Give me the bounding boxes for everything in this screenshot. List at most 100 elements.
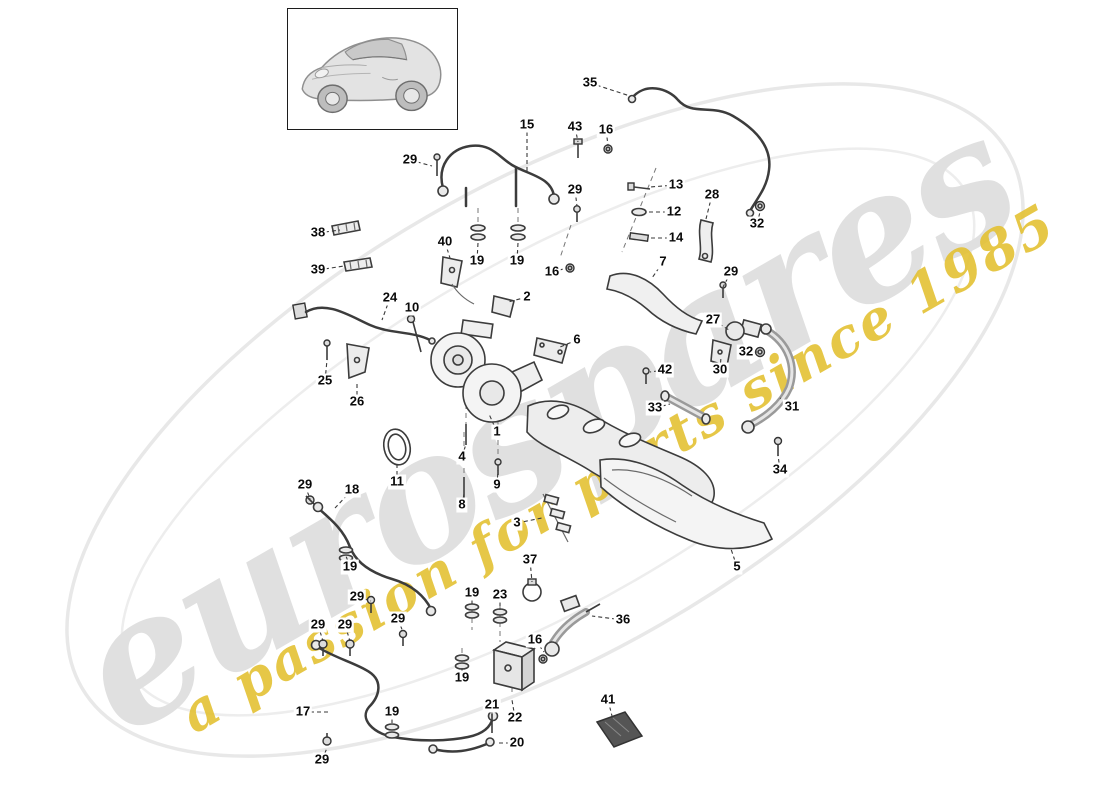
part-callout-19: 19	[467, 252, 487, 269]
part-callout-19: 19	[452, 669, 472, 686]
part-callout-24: 24	[380, 289, 400, 306]
vehicle-thumbnail	[287, 8, 458, 130]
part-callout-36: 36	[613, 611, 633, 628]
gasket-11-drawing	[382, 428, 412, 466]
oil-line-17-drawing	[310, 639, 499, 746]
part-callout-29: 29	[335, 616, 355, 633]
part-callout-3: 3	[511, 514, 523, 531]
part-callout-17: 17	[293, 703, 313, 720]
sensor-10-drawing	[406, 314, 422, 353]
part-callout-20: 20	[507, 734, 527, 751]
gasket-3-drawing	[542, 493, 572, 543]
part-callout-6: 6	[571, 331, 583, 348]
seal-19-icon	[384, 723, 400, 739]
seal-19-icon	[464, 603, 480, 619]
part-callout-31: 31	[782, 398, 802, 415]
bracket-22-drawing	[428, 641, 536, 754]
part-callout-35: 35	[580, 74, 600, 91]
hardware-stack-12-13-14-drawing	[627, 182, 651, 243]
porsche-718-boxster-icon	[301, 37, 442, 114]
part-callout-29: 29	[388, 610, 408, 627]
part-callout-43: 43	[565, 118, 585, 135]
part-callout-41: 41	[598, 691, 618, 708]
bolt-29-icon	[573, 205, 581, 222]
part-callout-29: 29	[565, 181, 585, 198]
part-callout-29: 29	[347, 588, 367, 605]
part-callout-39: 39	[308, 261, 328, 278]
bracket-40-drawing	[440, 256, 475, 305]
part-callout-10: 10	[402, 299, 422, 316]
nut-32-icon	[754, 346, 766, 358]
part-callout-28: 28	[702, 186, 722, 203]
part-callout-29: 29	[721, 263, 741, 280]
part-callout-7: 7	[657, 253, 669, 270]
part-callout-4: 4	[456, 448, 468, 465]
part-callout-13: 13	[666, 176, 686, 193]
banjo-bolt-29-icon	[305, 495, 315, 505]
bolt-34-icon	[773, 436, 783, 456]
nut-16-icon	[538, 654, 548, 664]
part-callout-18: 18	[342, 481, 362, 498]
hose-20-icon	[432, 741, 491, 753]
turbocharger-drawing	[430, 295, 650, 423]
pipe-31-drawing	[741, 323, 796, 456]
part-callout-40: 40	[435, 233, 455, 250]
part-callout-19: 19	[340, 558, 360, 575]
nut-16-icon	[565, 263, 575, 273]
part-callout-5: 5	[731, 558, 743, 575]
bolt-29-icon	[433, 153, 441, 176]
part-callout-23: 23	[490, 586, 510, 603]
part-callout-33: 33	[645, 399, 665, 416]
part-callout-21: 21	[482, 696, 502, 713]
part-callout-19: 19	[507, 252, 527, 269]
part-callout-25: 25	[315, 372, 335, 389]
part-callout-16: 16	[542, 263, 562, 280]
part-callout-29: 29	[400, 151, 420, 168]
part-callout-9: 9	[491, 476, 503, 493]
part-callout-30: 30	[710, 361, 730, 378]
heat-shield-7-drawing	[606, 272, 727, 335]
exhaust-pad-41-drawing	[595, 711, 644, 748]
part-callout-11: 11	[388, 473, 406, 490]
part-callout-19: 19	[382, 703, 402, 720]
part-callout-32: 32	[747, 215, 767, 232]
bolt-29-icon	[398, 629, 408, 646]
part-callout-37: 37	[520, 551, 540, 568]
part-callout-16: 16	[525, 631, 545, 648]
part-callout-27: 27	[703, 311, 723, 328]
sensor-cable-24-drawing	[292, 302, 436, 380]
part-callout-29: 29	[295, 476, 315, 493]
bracket-26-icon	[346, 343, 370, 380]
bolt-25-icon	[323, 339, 331, 360]
part-callout-29: 29	[312, 751, 332, 768]
part-callout-15: 15	[517, 116, 537, 133]
part-callout-1: 1	[491, 423, 503, 440]
bolt-42-icon	[642, 367, 650, 384]
part-callout-26: 26	[347, 393, 367, 410]
part-callout-29: 29	[308, 616, 328, 633]
part-callout-2: 2	[521, 288, 533, 305]
seal-19-icon	[454, 654, 470, 670]
bolt-29-icon	[719, 281, 727, 298]
part-callout-34: 34	[770, 461, 790, 478]
part-callout-42: 42	[655, 361, 675, 378]
valve-27-30-drawing	[710, 318, 766, 368]
bracket-38-39-drawing	[331, 220, 373, 272]
part-callout-38: 38	[308, 224, 328, 241]
bracket-28-drawing	[697, 200, 766, 263]
seal-19-icon	[510, 224, 526, 241]
vacuum-line-35-drawing	[627, 87, 771, 218]
banjo-bolt-29-icon	[322, 733, 332, 746]
seal-19-icon	[470, 224, 486, 241]
bracket-6-icon	[533, 337, 568, 364]
part-callout-12: 12	[664, 203, 684, 220]
part-callout-22: 22	[505, 709, 525, 726]
part-callout-14: 14	[666, 229, 686, 246]
heat-shield-5-drawing	[599, 458, 774, 550]
part-callout-16: 16	[596, 121, 616, 138]
bracket-2-icon	[491, 295, 515, 318]
